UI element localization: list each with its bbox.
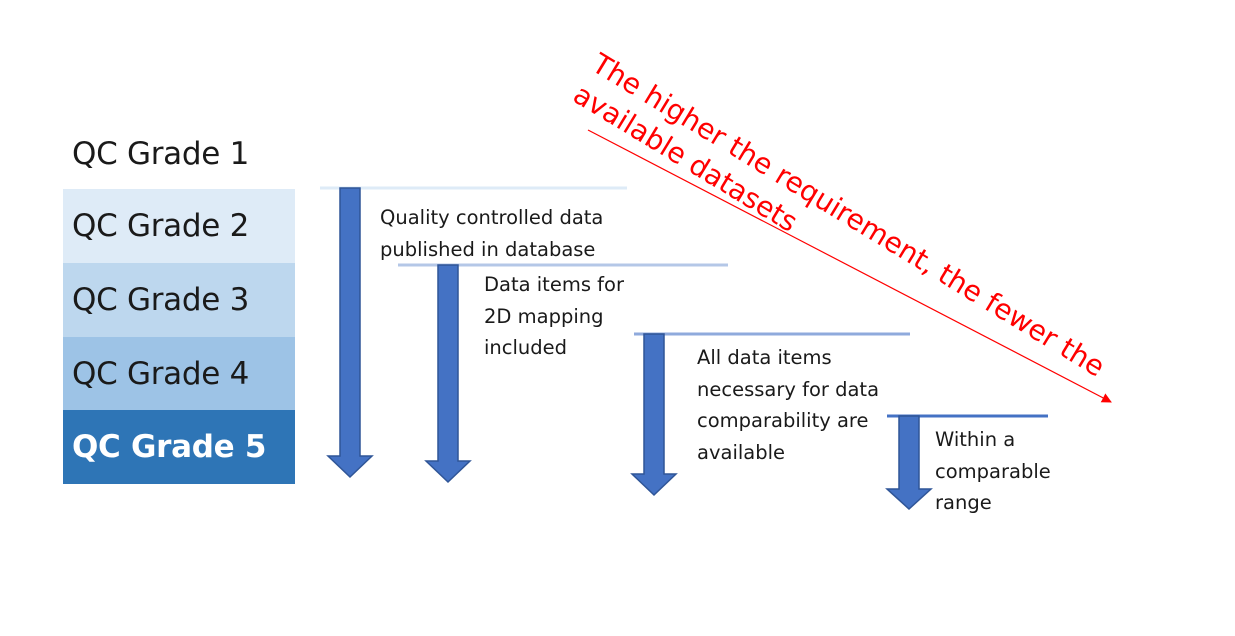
description-line: All data items [697, 346, 832, 369]
description-line: Data items for [484, 273, 624, 296]
qc-grade-1: QC Grade 1 [72, 136, 249, 172]
description-line: Within a [935, 428, 1016, 451]
down-arrow-4 [885, 415, 933, 511]
description-line: Quality controlled data [380, 206, 604, 229]
qc-grade-5: QC Grade 5 [63, 410, 295, 484]
description-grade-2: Quality controlled data published in dat… [380, 202, 603, 265]
qc-grade-3: QC Grade 3 [63, 263, 295, 337]
description-grade-4: All data items necessary for data compar… [697, 342, 879, 468]
trend-arrow [587, 129, 1112, 403]
qc-grade-2: QC Grade 2 [63, 189, 295, 263]
description-line: comparability are [697, 409, 869, 432]
description-grade-5: Within a comparable range [935, 424, 1051, 519]
down-arrow-2 [424, 264, 472, 484]
description-line: available [697, 440, 786, 464]
description-line: range [935, 491, 992, 514]
qc-grade-4: QC Grade 4 [63, 337, 295, 411]
description-line: included [484, 336, 568, 359]
down-arrow-3 [630, 333, 678, 497]
description-grade-3: Data items for 2D mapping included [484, 269, 624, 364]
description-line: 2D mapping [484, 304, 604, 328]
description-line: necessary for data [697, 377, 880, 401]
down-arrow-1 [326, 187, 374, 479]
description-line: comparable [935, 459, 1051, 483]
description-line: published in database [380, 237, 596, 261]
